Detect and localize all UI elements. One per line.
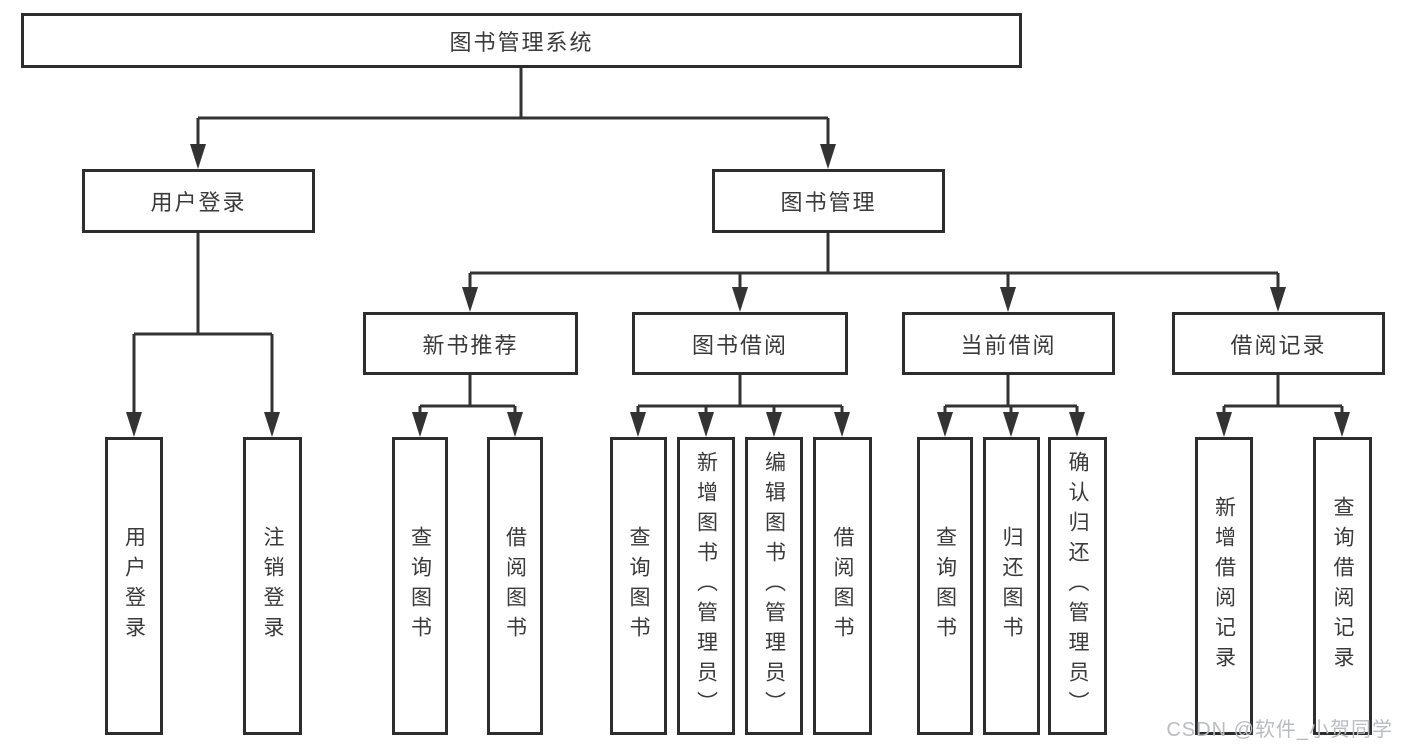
node-label-book-borrowing: 图书借阅	[691, 332, 788, 358]
node-label-leaf-query-book-3: 查询图书	[933, 526, 957, 646]
node-new-book-recommend: 新书推荐	[363, 312, 578, 375]
node-label-leaf-user-login: 用户登录	[122, 526, 146, 646]
node-leaf-query-book-1: 查询图书	[392, 437, 448, 735]
node-label-new-book-recommend: 新书推荐	[422, 332, 519, 358]
node-label-leaf-query-book-1: 查询图书	[408, 526, 432, 646]
arrowhead-icon	[507, 412, 523, 437]
node-label-leaf-logout: 注销登录	[261, 526, 285, 646]
arrowhead-icon	[820, 144, 836, 169]
node-leaf-edit-book-admin: 编辑图书（管理员）	[745, 437, 803, 735]
arrowhead-icon	[264, 412, 280, 437]
edge-group-3	[412, 375, 523, 437]
edge-group-5	[937, 375, 1085, 437]
node-leaf-user-login: 用户登录	[105, 437, 163, 735]
arrowhead-icon	[1003, 412, 1019, 437]
arrowhead-icon	[834, 412, 850, 437]
node-leaf-query-borrow-record: 查询借阅记录	[1313, 437, 1372, 735]
node-leaf-query-book-2: 查询图书	[610, 437, 667, 735]
node-root: 图书管理系统	[21, 13, 1022, 68]
node-label-user-login: 用户登录	[150, 190, 247, 215]
node-label-leaf-borrow-book-1: 借阅图书	[503, 526, 527, 646]
node-label-borrowing-records: 借阅记录	[1230, 332, 1327, 358]
arrowhead-icon	[412, 412, 428, 437]
node-label-leaf-add-borrow-record: 新增借阅记录	[1212, 496, 1236, 676]
arrowhead-icon	[462, 287, 478, 312]
node-book-management: 图书管理	[712, 169, 945, 233]
arrowhead-icon	[1216, 412, 1232, 437]
node-leaf-query-book-3: 查询图书	[917, 437, 973, 735]
node-current-borrowing: 当前借阅	[902, 312, 1115, 375]
node-label-book-management: 图书管理	[780, 190, 877, 215]
arrowhead-icon	[630, 412, 646, 437]
arrowhead-icon	[1334, 412, 1350, 437]
node-leaf-confirm-return-admin: 确认归还（管理员）	[1048, 437, 1107, 735]
arrowhead-icon	[766, 412, 782, 437]
arrowhead-icon	[1000, 287, 1016, 312]
node-leaf-add-borrow-record: 新增借阅记录	[1195, 437, 1253, 735]
edge-group-2	[462, 232, 1286, 312]
node-label-leaf-borrow-book-2: 借阅图书	[831, 526, 855, 646]
node-label-current-borrowing: 当前借阅	[960, 332, 1057, 358]
edge-group-4	[630, 375, 850, 437]
arrowhead-icon	[698, 412, 714, 437]
edge-group-1	[126, 232, 280, 437]
node-label-leaf-edit-book-admin: 编辑图书（管理员）	[762, 451, 786, 721]
arrowhead-icon	[937, 412, 953, 437]
node-leaf-add-book-admin: 新增图书（管理员）	[677, 437, 735, 735]
edge-group-6	[1216, 375, 1350, 437]
node-label-root: 图书管理系统	[449, 29, 594, 55]
node-label-leaf-add-book-admin: 新增图书（管理员）	[694, 451, 718, 721]
edge-group-0	[190, 68, 836, 169]
arrowhead-icon	[1069, 412, 1085, 437]
arrowhead-icon	[126, 412, 142, 437]
node-label-leaf-return-book: 归还图书	[1000, 526, 1024, 646]
arrowhead-icon	[1270, 287, 1286, 312]
node-borrowing-records: 借阅记录	[1172, 312, 1385, 375]
node-label-leaf-query-borrow-record: 查询借阅记录	[1331, 496, 1355, 676]
node-leaf-borrow-book-2: 借阅图书	[813, 437, 872, 735]
arrowhead-icon	[732, 287, 748, 312]
node-user-login: 用户登录	[82, 169, 315, 233]
node-label-leaf-query-book-2: 查询图书	[627, 526, 651, 646]
watermark-text: CSDN @软件_小贺同学	[1166, 719, 1393, 741]
node-leaf-logout: 注销登录	[243, 437, 302, 735]
arrowhead-icon	[190, 144, 206, 169]
node-leaf-borrow-book-1: 借阅图书	[487, 437, 543, 735]
node-book-borrowing: 图书借阅	[632, 312, 848, 375]
node-leaf-return-book: 归还图书	[983, 437, 1040, 735]
node-label-leaf-confirm-return-admin: 确认归还（管理员）	[1066, 451, 1090, 721]
